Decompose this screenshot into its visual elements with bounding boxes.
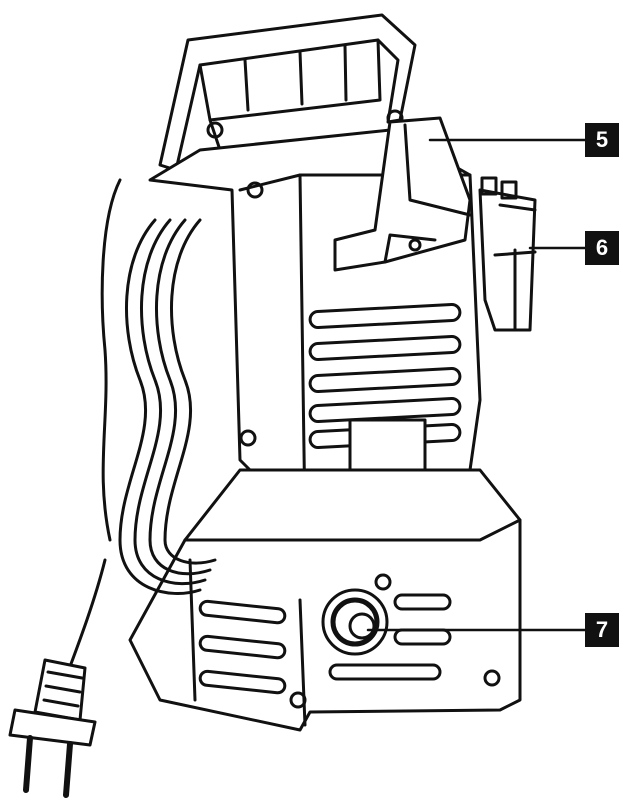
water-inlet bbox=[321, 588, 389, 656]
carry-handle bbox=[158, 13, 417, 172]
callout-label-5: 5 bbox=[585, 123, 619, 157]
callout-label-6: 6 bbox=[585, 231, 619, 265]
coiled-power-cable bbox=[63, 178, 217, 682]
callout-label-7: 7 bbox=[585, 613, 619, 647]
power-plug bbox=[8, 658, 97, 798]
nozzle-storage bbox=[478, 176, 537, 332]
lower-housing bbox=[128, 468, 522, 732]
spray-gun-holder bbox=[333, 116, 472, 272]
